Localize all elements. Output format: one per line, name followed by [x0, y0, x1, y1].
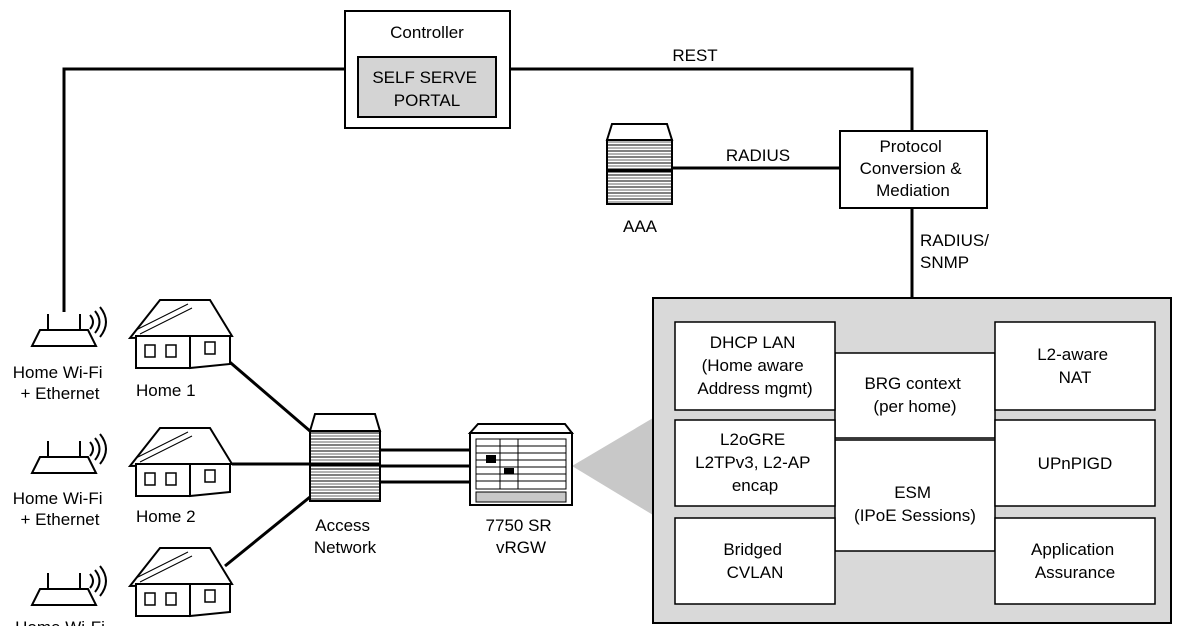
home1-access-link	[224, 356, 311, 433]
l2-aware-nat-label: L2-aware NAT	[1037, 345, 1113, 387]
home-router-3-label: Home Wi-Fi	[15, 618, 105, 626]
dhcp-lan-label: DHCP LAN (Home aware Address mgmt)	[697, 333, 812, 398]
l2-aware-nat-box	[994, 321, 1156, 411]
house-3	[127, 547, 234, 618]
upnpigd-label: UPnPIGD	[1038, 454, 1113, 473]
access-network-label: Access Network	[314, 516, 377, 557]
radius-snmp-label: RADIUS/ SNMP	[920, 231, 994, 272]
controller: Controller SELF SERVE PORTAL	[344, 10, 511, 129]
self-serve-portal-label: SELF SERVE PORTAL	[372, 68, 481, 110]
home3-access-link	[224, 495, 311, 568]
application-assurance-label: Application Assurance	[1031, 540, 1119, 582]
sr-router-label: 7750 SR vRGW	[486, 516, 557, 557]
wifi-router-icon	[30, 306, 107, 347]
upnpigd-box	[994, 419, 1156, 507]
house-2: Home 2	[127, 427, 234, 526]
protocol-conversion-box	[839, 130, 988, 209]
rest-link	[510, 67, 914, 131]
l2ogre-label: L2oGRE L2TPv3, L2-AP encap	[695, 430, 815, 495]
aaa-server-icon	[605, 123, 674, 141]
connection-lines	[62, 67, 914, 568]
aaa-server: AAA	[605, 123, 674, 236]
sr-router-icon	[467, 423, 575, 434]
bridged-cvlan-box	[674, 517, 836, 605]
esm-label: ESM (IPoE Sessions)	[854, 483, 976, 525]
brg-context-box	[834, 352, 996, 439]
radius-label: RADIUS	[726, 146, 790, 165]
home-router-3: Home Wi-Fi	[15, 565, 107, 626]
home-router-1-label: Home Wi-Fi + Ethernet	[13, 363, 107, 403]
access-switch-icon	[308, 413, 382, 432]
house-icon	[127, 427, 234, 498]
home-1-label: Home 1	[136, 381, 196, 400]
wifi-router-icon	[30, 433, 107, 474]
protocol-conversion-label: Protocol Conversion & Mediation	[860, 137, 967, 200]
house-icon	[127, 299, 234, 370]
home-router-2: Home Wi-Fi + Ethernet	[13, 433, 107, 529]
l2ogre-box	[674, 419, 836, 507]
home-2-label: Home 2	[136, 507, 196, 526]
rest-label: REST	[672, 46, 717, 65]
esm-box	[834, 439, 996, 552]
brg-context-label: BRG context (per home)	[864, 374, 965, 416]
house-1: Home 1	[127, 299, 234, 400]
controller-title: Controller	[390, 23, 464, 42]
protocol-conversion: Protocol Conversion & Mediation	[839, 130, 988, 209]
callout-wedge	[572, 418, 653, 515]
controller-to-home-router-link	[62, 67, 345, 312]
sr-router: 7750 SR vRGW	[467, 423, 575, 557]
access-network: Access Network	[308, 413, 382, 557]
dhcp-lan-box	[674, 321, 836, 411]
wifi-router-icon	[30, 565, 107, 606]
application-assurance-box	[994, 517, 1156, 605]
vrgw-function-panel: DHCP LAN (Home aware Address mgmt) BRG c…	[652, 297, 1172, 624]
home-router-2-label: Home Wi-Fi + Ethernet	[13, 489, 107, 529]
house-icon	[127, 547, 234, 618]
self-serve-portal-box	[357, 56, 497, 118]
aaa-label: AAA	[623, 217, 658, 236]
home-router-1: Home Wi-Fi + Ethernet	[13, 306, 107, 403]
bridged-cvlan-label: Bridged CVLAN	[723, 540, 786, 582]
